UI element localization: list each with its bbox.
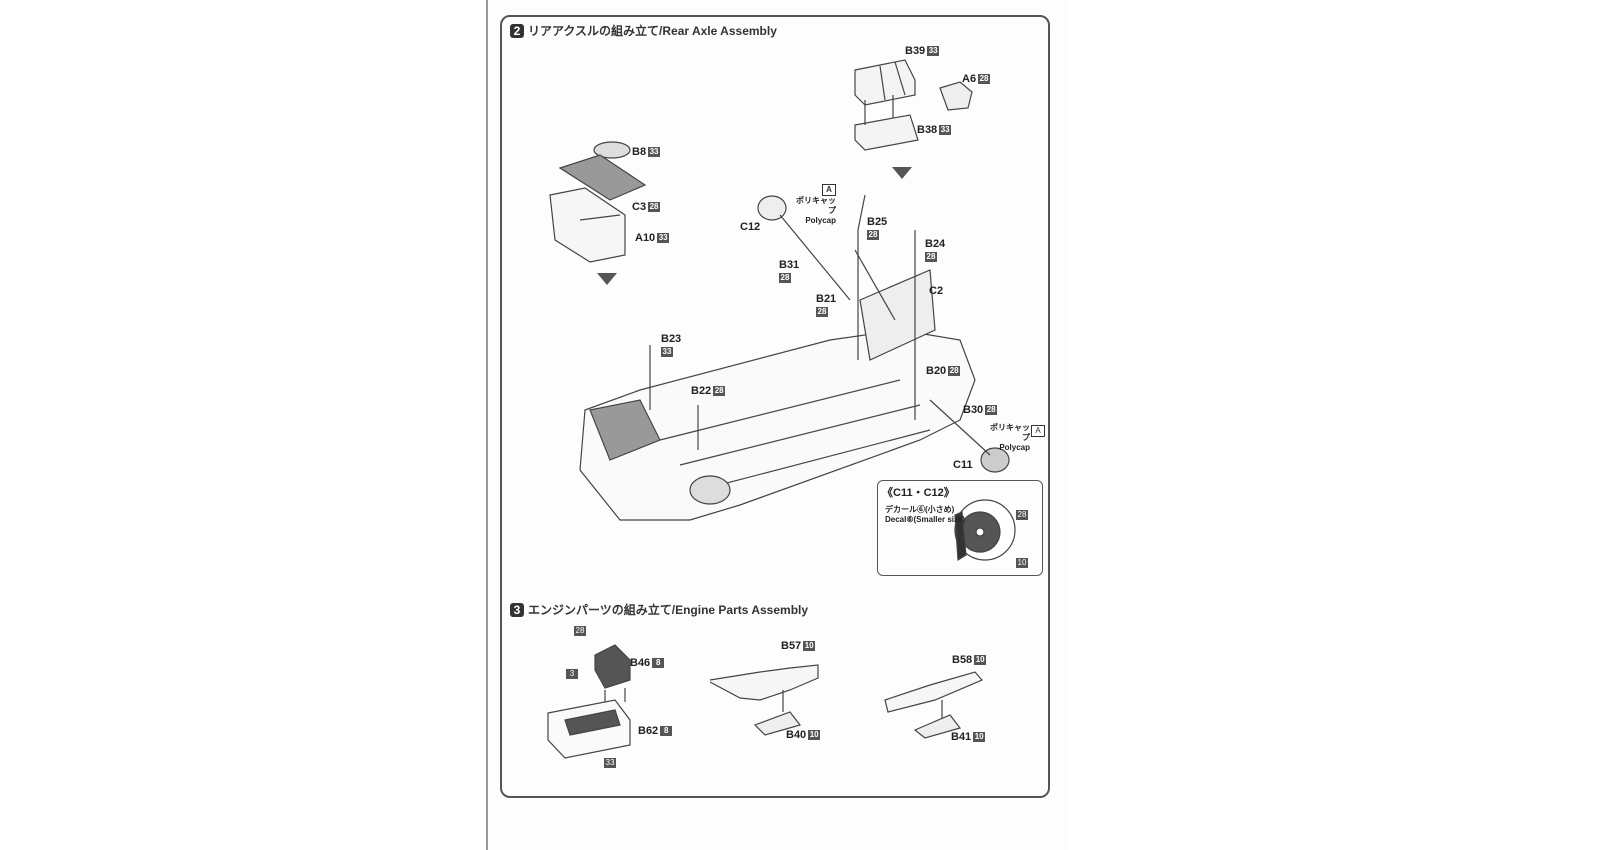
c12-brake-drawing (757, 195, 851, 301)
engine-code-side: 3 (566, 669, 578, 679)
b57-part-drawing (709, 664, 819, 701)
decal-note: デカール⑥(小さめ) Decal⑥(Smaller size) (885, 505, 966, 524)
part-label-c12: C12 (740, 221, 761, 233)
step-number: 2 (510, 23, 524, 38)
inset-brake-disc-drawing (954, 499, 1016, 562)
polycap-note-bottom: ポリキャップ Polycap (990, 423, 1030, 452)
b41-part-drawing (913, 700, 962, 739)
chassis-drawing (579, 249, 976, 521)
inset-code-top: 28 (1016, 510, 1028, 520)
section-title: エンジンパーツの組み立て/Engine Parts Assembly (528, 603, 809, 617)
shock-b25-drawing (857, 194, 866, 360)
b62-part-drawing (547, 699, 631, 759)
inset-code-bottom: 10 (1016, 558, 1028, 568)
b38-part-drawing (854, 95, 919, 151)
part-label-c2: C2 (929, 285, 944, 297)
b58-part-drawing (884, 671, 983, 713)
c11-c12-detail-box (877, 480, 1043, 576)
polycap-marker-icon: A (1031, 425, 1045, 437)
b8-part-drawing (593, 141, 631, 159)
b39-part-drawing (854, 59, 916, 106)
instruction-frame (500, 15, 1050, 798)
a10-part-drawing (549, 187, 626, 263)
c3-part-drawing (558, 154, 647, 201)
engine-code-bottom: 33 (604, 758, 616, 768)
inset-title: 《C11・C12》 (882, 487, 955, 499)
b46-part-drawing (594, 644, 631, 705)
b40-part-drawing (753, 690, 802, 736)
a6-part-drawing (939, 81, 973, 111)
c11-brake-drawing (929, 399, 1010, 473)
section-2-header: 2 リアアクスルの組み立て/Rear Axle Assembly (510, 22, 777, 39)
section-3-header: 3 エンジンパーツの組み立て/Engine Parts Assembly (510, 601, 808, 618)
part-label-c11: C11 (953, 459, 973, 471)
step-number: 3 (510, 602, 524, 617)
polycap-marker-icon: A (822, 184, 836, 196)
engine-code-top: 28 (574, 626, 586, 636)
polycap-note-top: A ポリキャップ Polycap (796, 184, 836, 225)
section-title: リアアクスルの組み立て/Rear Axle Assembly (528, 24, 777, 38)
down-arrow-icon (892, 167, 912, 179)
down-arrow-icon (597, 273, 617, 285)
